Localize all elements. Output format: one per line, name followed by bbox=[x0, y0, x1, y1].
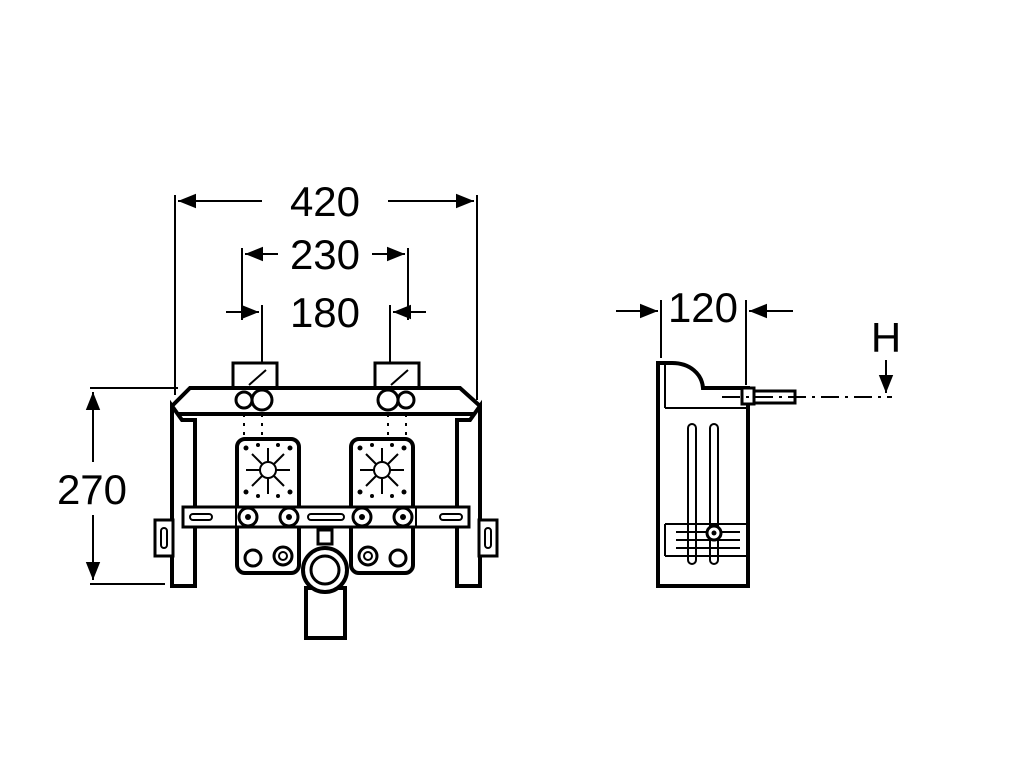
mount-ear-right bbox=[477, 518, 499, 558]
top-crossbar bbox=[170, 386, 482, 416]
slot-left bbox=[687, 423, 697, 565]
top-tab-left bbox=[231, 361, 279, 391]
leg-left bbox=[170, 399, 197, 588]
dim-depth: 120 bbox=[668, 284, 738, 331]
drain-pipe bbox=[304, 586, 347, 640]
height-marker-label: H bbox=[871, 314, 901, 361]
dim-overall-width: 420 bbox=[290, 178, 360, 225]
dim-height: 270 bbox=[57, 466, 127, 513]
mount-ear-left bbox=[153, 518, 175, 558]
side-body bbox=[656, 361, 750, 588]
dim-inner-spacing: 180 bbox=[290, 289, 360, 336]
dim-outer-spacing: 230 bbox=[290, 231, 360, 278]
horizontal-rail bbox=[181, 505, 471, 529]
side-view: 120 H bbox=[616, 284, 901, 588]
front-view: 420 230 180 270 bbox=[57, 178, 499, 640]
top-tab-right bbox=[373, 361, 421, 391]
slot-right bbox=[709, 423, 719, 565]
frame bbox=[153, 361, 499, 640]
leg-right bbox=[455, 399, 482, 588]
drain-neck bbox=[316, 528, 334, 546]
